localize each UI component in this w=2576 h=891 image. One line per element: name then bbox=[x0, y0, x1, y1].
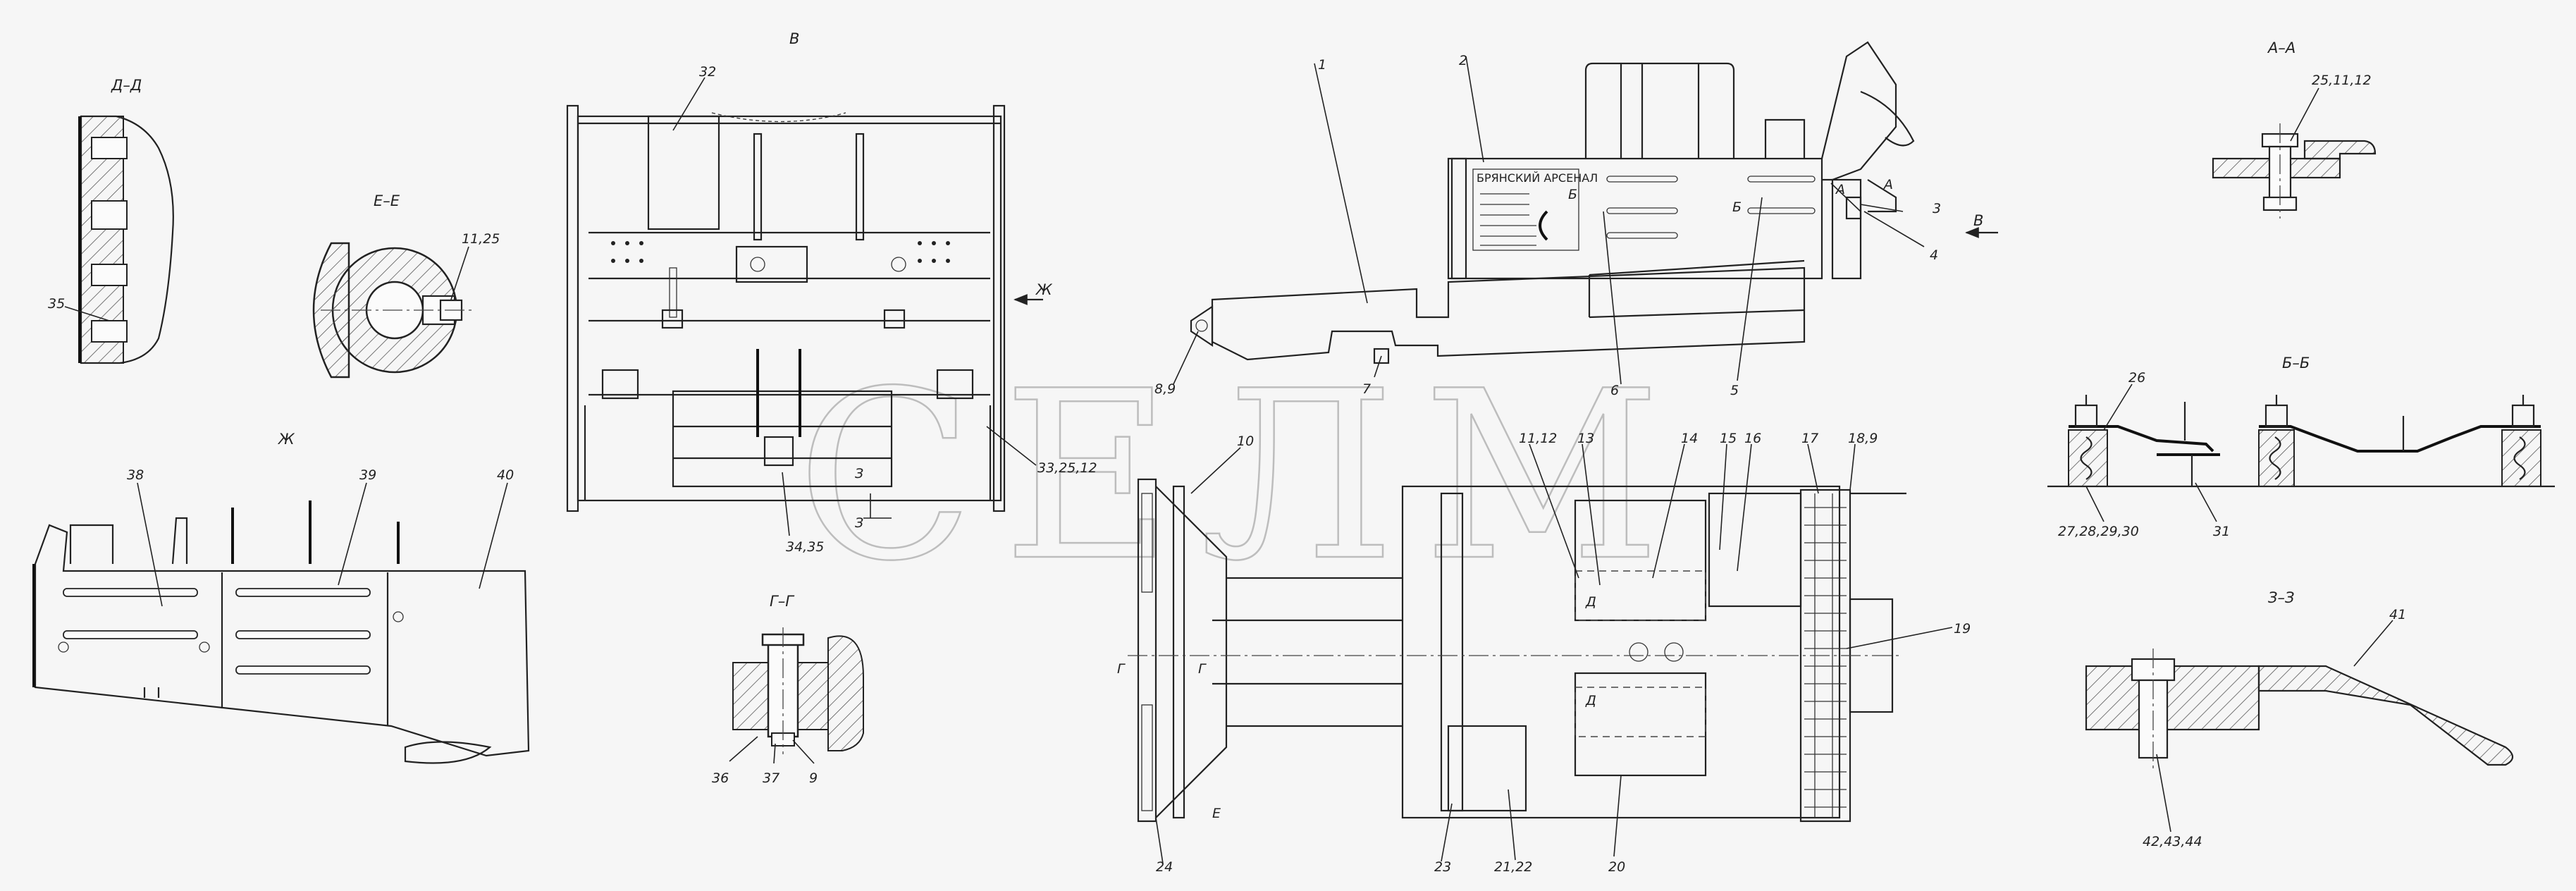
arrow-label-zh: Ж bbox=[1035, 281, 1053, 298]
section-title-bb: Б–Б bbox=[2282, 355, 2310, 371]
arrow-label-v: В bbox=[1973, 212, 1983, 229]
label-5: 5 bbox=[1730, 383, 1739, 398]
mark-cut-d-2: Д bbox=[1585, 693, 1596, 708]
section-gg: Г–Г 36 37 9 bbox=[712, 593, 864, 786]
label-31: 31 bbox=[2213, 524, 2230, 539]
label-33-25-12: 33,25,12 bbox=[1037, 460, 1097, 476]
label-24: 24 bbox=[1156, 859, 1173, 875]
label-42-43-44: 42,43,44 bbox=[2143, 834, 2202, 849]
label-18-9: 18,9 bbox=[1848, 431, 1878, 446]
section-bb: Б–Б 26 27,28,29,30 31 bbox=[2047, 355, 2555, 539]
plate-title: БРЯНСКИЙ АРСЕНАЛ bbox=[1477, 171, 1598, 185]
label-8-9: 8,9 bbox=[1154, 381, 1176, 397]
label-9: 9 bbox=[809, 770, 818, 786]
view-zh: Ж 38 39 40 bbox=[32, 431, 530, 764]
label-17: 17 bbox=[1801, 431, 1818, 446]
mark-cut-a-2: А bbox=[1835, 182, 1845, 197]
section-title-gg: Г–Г bbox=[770, 593, 795, 610]
section-title-zh: Ж bbox=[277, 431, 295, 448]
label-7: 7 bbox=[1362, 381, 1371, 397]
label-41: 41 bbox=[2389, 607, 2406, 622]
section-title-dd: Д–Д bbox=[111, 77, 142, 94]
mark-cut-a: А bbox=[1882, 177, 1893, 192]
label-34-35: 34,35 bbox=[786, 539, 824, 555]
mark-cut-g-2: Г bbox=[1198, 661, 1207, 677]
mark-cut-e: Е bbox=[1212, 806, 1221, 821]
view-plan: 10 11,12 13 14 15 16 17 18,9 19 20 21,22… bbox=[1117, 431, 1971, 875]
label-39: 39 bbox=[359, 467, 376, 483]
label-13: 13 bbox=[1577, 431, 1594, 446]
mark-cut-z-1: З bbox=[855, 466, 863, 481]
section-aa: А–А 25,11,12 bbox=[2212, 39, 2377, 219]
label-6: 6 bbox=[1610, 383, 1619, 398]
label-36: 36 bbox=[712, 770, 729, 786]
label-32: 32 bbox=[699, 64, 716, 80]
mark-cut-b-2: Б bbox=[1732, 199, 1742, 215]
label-20: 20 bbox=[1608, 859, 1625, 875]
label-23: 23 bbox=[1434, 859, 1451, 875]
label-2: 2 bbox=[1459, 53, 1467, 68]
label-4: 4 bbox=[1930, 247, 1938, 263]
label-35: 35 bbox=[48, 296, 65, 312]
label-19: 19 bbox=[1954, 621, 1971, 637]
label-27-28-29-30: 27,28,29,30 bbox=[2058, 524, 2139, 539]
label-40: 40 bbox=[497, 467, 514, 483]
mark-cut-d: Д bbox=[1585, 594, 1596, 610]
label-3: 3 bbox=[1933, 201, 1941, 216]
section-title-ee: Е–Е bbox=[374, 192, 400, 209]
label-38: 38 bbox=[127, 467, 144, 483]
section-title-zz: З–З bbox=[2268, 589, 2294, 606]
label-11-25: 11,25 bbox=[462, 231, 500, 247]
label-11-12: 11,12 bbox=[1519, 431, 1557, 446]
section-dd: Д–Д 35 bbox=[48, 77, 174, 364]
label-10: 10 bbox=[1237, 434, 1254, 449]
label-1: 1 bbox=[1318, 57, 1326, 73]
watermark-text: СЕЛМ bbox=[796, 341, 1689, 612]
label-14: 14 bbox=[1681, 431, 1698, 446]
section-title-v: В bbox=[789, 30, 799, 47]
label-16: 16 bbox=[1744, 431, 1761, 446]
mark-cut-g: Г bbox=[1117, 661, 1126, 677]
label-26: 26 bbox=[2128, 370, 2145, 386]
view-v: В bbox=[566, 30, 1097, 555]
label-37: 37 bbox=[763, 770, 779, 786]
mark-cut-b: Б bbox=[1568, 187, 1577, 202]
section-title-aa: А–А bbox=[2267, 39, 2295, 56]
section-zz: З–З 41 42,43,44 bbox=[2085, 589, 2514, 849]
view-side: БРЯНСКИЙ АРСЕНАЛ bbox=[1154, 41, 1998, 398]
mark-cut-z-2: З bbox=[855, 515, 863, 531]
label-21-22: 21,22 bbox=[1494, 859, 1532, 875]
label-25-11-12: 25,11,12 bbox=[2312, 73, 2372, 88]
label-15: 15 bbox=[1720, 431, 1737, 446]
section-ee: Е–Е 11,25 bbox=[312, 192, 500, 379]
